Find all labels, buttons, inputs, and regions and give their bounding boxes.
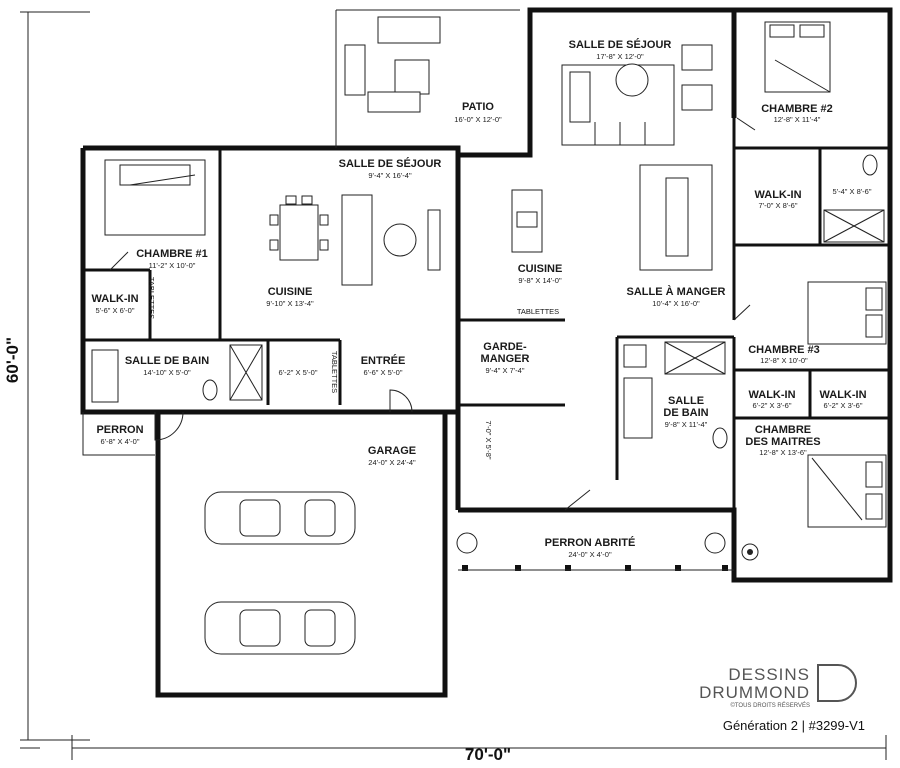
room-chambre-maitres-size: 12'-8" X 13'-6" <box>759 448 807 457</box>
room-cuisine-left-name: CUISINE <box>268 286 313 298</box>
room-chambre-maitres-name-1: CHAMBRE <box>755 424 811 436</box>
room-salle-bain-mid-name-1: SALLE <box>668 395 704 407</box>
room-labels: PATIO 16'-0" X 12'-0" SALLE DE SÉJOUR 17… <box>91 38 871 559</box>
kitchen-island <box>511 189 543 253</box>
depth-dimension: 60'-0" <box>3 337 22 383</box>
room-patio-name: PATIO <box>462 101 494 113</box>
room-entree-size: 6'-6" X 5'-0" <box>363 368 402 377</box>
room-cuisine-mid-size: 9'-8" X 14'-0" <box>518 276 562 285</box>
room-walkin-left-size: 5'-6" X 6'-0" <box>95 306 134 315</box>
bathtub-icon <box>91 344 653 439</box>
room-cuisine-mid-name: CUISINE <box>518 263 563 275</box>
room-tablettes-1: TABLETTES <box>147 277 156 319</box>
table-icon <box>639 164 713 271</box>
room-laundry-size: 6'-2" X 5'-0" <box>278 368 317 377</box>
car-icon <box>204 601 356 655</box>
room-chambre-3-size: 12'-8" X 10'-0" <box>760 356 808 365</box>
porch-furniture <box>456 532 734 571</box>
room-perron-name: PERRON <box>96 424 143 436</box>
room-perron-abrite-name: PERRON ABRITÉ <box>545 536 636 549</box>
room-garage-size: 24'-0" X 24'-4" <box>368 458 416 467</box>
room-patio-size: 16'-0" X 12'-0" <box>454 115 502 124</box>
brand-line-1: DESSINS <box>728 665 810 684</box>
car-icon <box>204 491 356 545</box>
room-salle-bain-left-size: 14'-10" X 5'-0" <box>143 368 191 377</box>
model-label: Génération 2 | #3299-V1 <box>723 718 865 733</box>
bed-icon <box>807 281 887 345</box>
width-dimension: 70'-0" <box>465 745 511 764</box>
room-walkin-3b-name: WALK-IN <box>819 389 866 401</box>
room-salle-sejour-left-size: 9'-4" X 16'-4" <box>368 171 412 180</box>
exterior-walls <box>80 7 893 698</box>
bed-icon <box>807 454 887 528</box>
table-icon <box>269 195 329 261</box>
sofa-icon <box>341 194 441 286</box>
room-salle-sejour-left-name: SALLE DE SÉJOUR <box>339 157 442 170</box>
room-walkin-2-size: 7'-0" X 8'-6" <box>758 201 797 210</box>
room-chambre-2-name: CHAMBRE #2 <box>761 103 833 115</box>
brand-logo: DESSINS DRUMMOND ©TOUS DROITS RÉSERVÉS G… <box>699 664 865 733</box>
room-garde-manger-name-2: MANGER <box>481 353 530 365</box>
brand-rights: ©TOUS DROITS RÉSERVÉS <box>730 702 810 709</box>
room-salle-bain-left-name: SALLE DE BAIN <box>125 355 209 367</box>
room-perron-size: 6'-8" X 4'-0" <box>100 437 139 446</box>
room-bath-2-size: 5'-4" X 8'-6" <box>832 187 871 196</box>
room-closet-size: 7'-0" X 5'-8" <box>484 420 493 459</box>
bed-icon <box>104 159 206 236</box>
room-chambre-1-size: 11'-2" X 10'-0" <box>149 261 196 270</box>
room-chambre-maitres-name-2: DES MAITRES <box>745 436 820 448</box>
toilet-icon <box>202 154 878 449</box>
room-tablettes-2: TABLETTES <box>330 351 339 393</box>
room-salle-manger-size: 10'-4" X 16'-0" <box>652 299 700 308</box>
room-perron-abrite-size: 24'-0" X 4'-0" <box>568 550 612 559</box>
room-chambre-3-name: CHAMBRE #3 <box>748 344 820 356</box>
dimension-lines <box>20 11 887 760</box>
doors <box>109 117 756 511</box>
room-cuisine-left-size: 9'-10" X 13'-4" <box>266 299 314 308</box>
room-chambre-2-size: 12'-8" X 11'-4" <box>774 115 821 124</box>
room-entree-name: ENTRÉE <box>361 354 406 367</box>
room-salle-sejour-main-name: SALLE DE SÉJOUR <box>569 38 672 51</box>
interior-walls <box>83 118 890 510</box>
shower <box>229 209 885 401</box>
brand-d-icon <box>817 664 857 702</box>
plant-icon <box>741 543 759 561</box>
room-walkin-3a-size: 6'-2" X 3'-6" <box>752 401 791 410</box>
room-salle-manger-name: SALLE À MANGER <box>627 285 726 298</box>
room-salle-bain-mid-name-2: DE BAIN <box>663 407 708 419</box>
sofa-icon <box>561 44 713 146</box>
room-garde-manger-name-1: GARDE- <box>483 341 527 353</box>
brand-line-2: DRUMMOND <box>699 683 810 702</box>
room-walkin-3a-name: WALK-IN <box>748 389 795 401</box>
room-walkin-3b-size: 6'-2" X 3'-6" <box>823 401 862 410</box>
room-tablettes-3: TABLETTES <box>517 307 559 316</box>
bed-icon <box>764 21 831 93</box>
room-walkin-2-name: WALK-IN <box>754 189 801 201</box>
room-salle-bain-mid-size: 9'-8" X 11'-4" <box>665 420 708 429</box>
room-garage-name: GARAGE <box>368 445 416 457</box>
room-salle-sejour-main-size: 17'-8" X 12'-0" <box>596 52 644 61</box>
room-garde-manger-size: 9'-4" X 7'-4" <box>485 366 524 375</box>
room-walkin-left-name: WALK-IN <box>91 293 138 305</box>
patio-furniture <box>344 16 441 113</box>
room-chambre-1-name: CHAMBRE #1 <box>136 248 208 260</box>
